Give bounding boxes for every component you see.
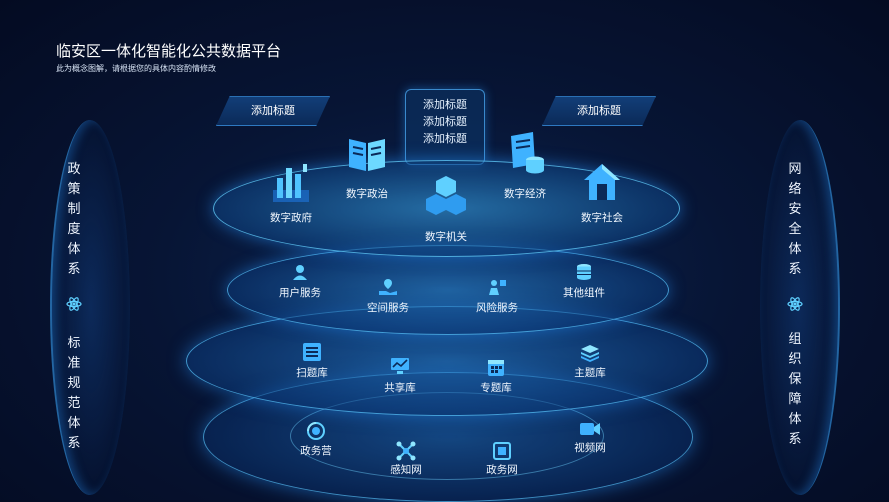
layer2-label: 用户服务 bbox=[279, 287, 321, 299]
layer3-label: 主题库 bbox=[574, 367, 606, 379]
layer1-label: 数字机关 bbox=[425, 231, 467, 243]
right-title-banner: 添加标题 bbox=[542, 96, 656, 126]
layer3-label: 扫题库 bbox=[296, 367, 328, 379]
left-pillar-top-text: 政策制 度体系 bbox=[67, 162, 81, 277]
layer4-label: 视频网 bbox=[574, 442, 606, 454]
right-pillar-bottom-text: 组织保 障体系 bbox=[788, 332, 802, 447]
layer2-label: 风险服务 bbox=[476, 302, 518, 314]
layer2-label: 空间服务 bbox=[367, 302, 409, 314]
video-camera-icon bbox=[580, 423, 600, 435]
left-pillar-bottom-text: 标准规 范体系 bbox=[67, 336, 81, 451]
risk-person-icon bbox=[489, 280, 506, 295]
layer4-label: 感知网 bbox=[390, 464, 422, 476]
layers-icon bbox=[581, 345, 599, 362]
book-icon bbox=[349, 139, 385, 171]
globe-cycle-icon bbox=[307, 422, 325, 440]
document-database-icon bbox=[511, 132, 544, 174]
page-subtitle: 此为概念图解，请根据您的具体内容酌情修改 bbox=[56, 64, 216, 73]
layer1-label: 数字社会 bbox=[581, 212, 623, 224]
atom-icon bbox=[66, 297, 82, 311]
network-nodes-icon bbox=[396, 441, 416, 461]
left-pillar bbox=[50, 120, 130, 495]
user-icon bbox=[293, 265, 307, 280]
calendar-icon bbox=[488, 360, 504, 376]
layer4-label: 政务网 bbox=[486, 464, 518, 476]
layer1-label: 数字经济 bbox=[504, 188, 546, 200]
layer3-label: 共享库 bbox=[384, 382, 416, 394]
location-hand-icon bbox=[379, 279, 397, 295]
right-pillar bbox=[760, 120, 840, 495]
left-title-banner: 添加标题 bbox=[216, 96, 330, 126]
gov-network-icon bbox=[493, 442, 511, 460]
database-icon bbox=[577, 264, 591, 280]
layer1-label: 数字政府 bbox=[270, 212, 312, 224]
center-title-box: 添加标题添加标题添加标题 bbox=[405, 89, 485, 165]
layer3-label: 专题库 bbox=[480, 382, 512, 394]
layer2-label: 其他组件 bbox=[563, 287, 605, 299]
page-title: 临安区一体化智能化公共数据平台 bbox=[56, 42, 282, 60]
atom-icon bbox=[787, 297, 803, 311]
monitor-chart-icon bbox=[391, 358, 409, 374]
layer4-label: 政务营 bbox=[300, 445, 332, 457]
right-pillar-top-text: 网络安 全体系 bbox=[788, 162, 802, 277]
server-list-icon bbox=[303, 343, 321, 361]
cubes-icon bbox=[426, 176, 466, 215]
house-icon bbox=[584, 164, 620, 200]
layer1-label: 数字政治 bbox=[346, 188, 388, 200]
building-chart-icon bbox=[273, 164, 309, 202]
